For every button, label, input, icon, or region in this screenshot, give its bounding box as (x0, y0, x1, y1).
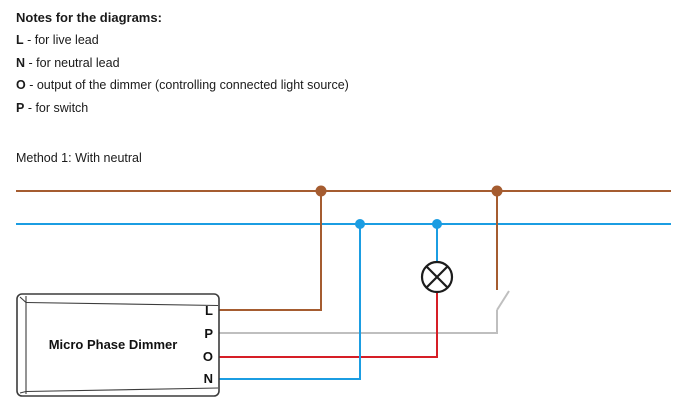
notes-block: Notes for the diagrams: L - for live lea… (16, 7, 349, 119)
neutral-terminal-wire (219, 224, 361, 380)
note-line-output: O - output of the dimmer (controlling co… (16, 74, 349, 96)
note-text: - for switch (24, 100, 89, 115)
note-letter: L (16, 33, 24, 48)
live-junction-dot (315, 185, 327, 197)
switch-terminal-wire (219, 310, 498, 334)
terminal-label-n: N (204, 371, 213, 386)
note-letter: N (16, 55, 26, 70)
dimmer-device-box: Micro Phase Dimmer L P O N (16, 293, 220, 397)
terminal-label-o: O (203, 349, 213, 364)
live-terminal-wire (219, 191, 322, 311)
note-letter: P (16, 100, 25, 115)
terminal-label-p: P (204, 326, 213, 341)
notes-heading: Notes for the diagrams: (16, 10, 162, 25)
note-line-switch: P - for switch (16, 97, 349, 119)
switch-blade-icon (496, 290, 510, 311)
neutral-junction-dot (355, 219, 365, 229)
output-terminal-wire (219, 293, 438, 358)
note-text: - for live lead (23, 33, 99, 48)
neutral-junction-dot (432, 219, 442, 229)
note-line-live: L - for live lead (16, 29, 349, 51)
live-junction-dot (491, 185, 503, 197)
method-title: Method 1: With neutral (16, 151, 142, 165)
note-text: - for neutral lead (25, 55, 120, 70)
terminal-label-l: L (205, 303, 213, 318)
device-label: Micro Phase Dimmer (49, 337, 178, 352)
note-line-neutral: N - for neutral lead (16, 52, 349, 74)
lamp-icon (420, 260, 454, 294)
note-letter: O (16, 78, 26, 93)
note-text: - output of the dimmer (controlling conn… (25, 78, 349, 93)
